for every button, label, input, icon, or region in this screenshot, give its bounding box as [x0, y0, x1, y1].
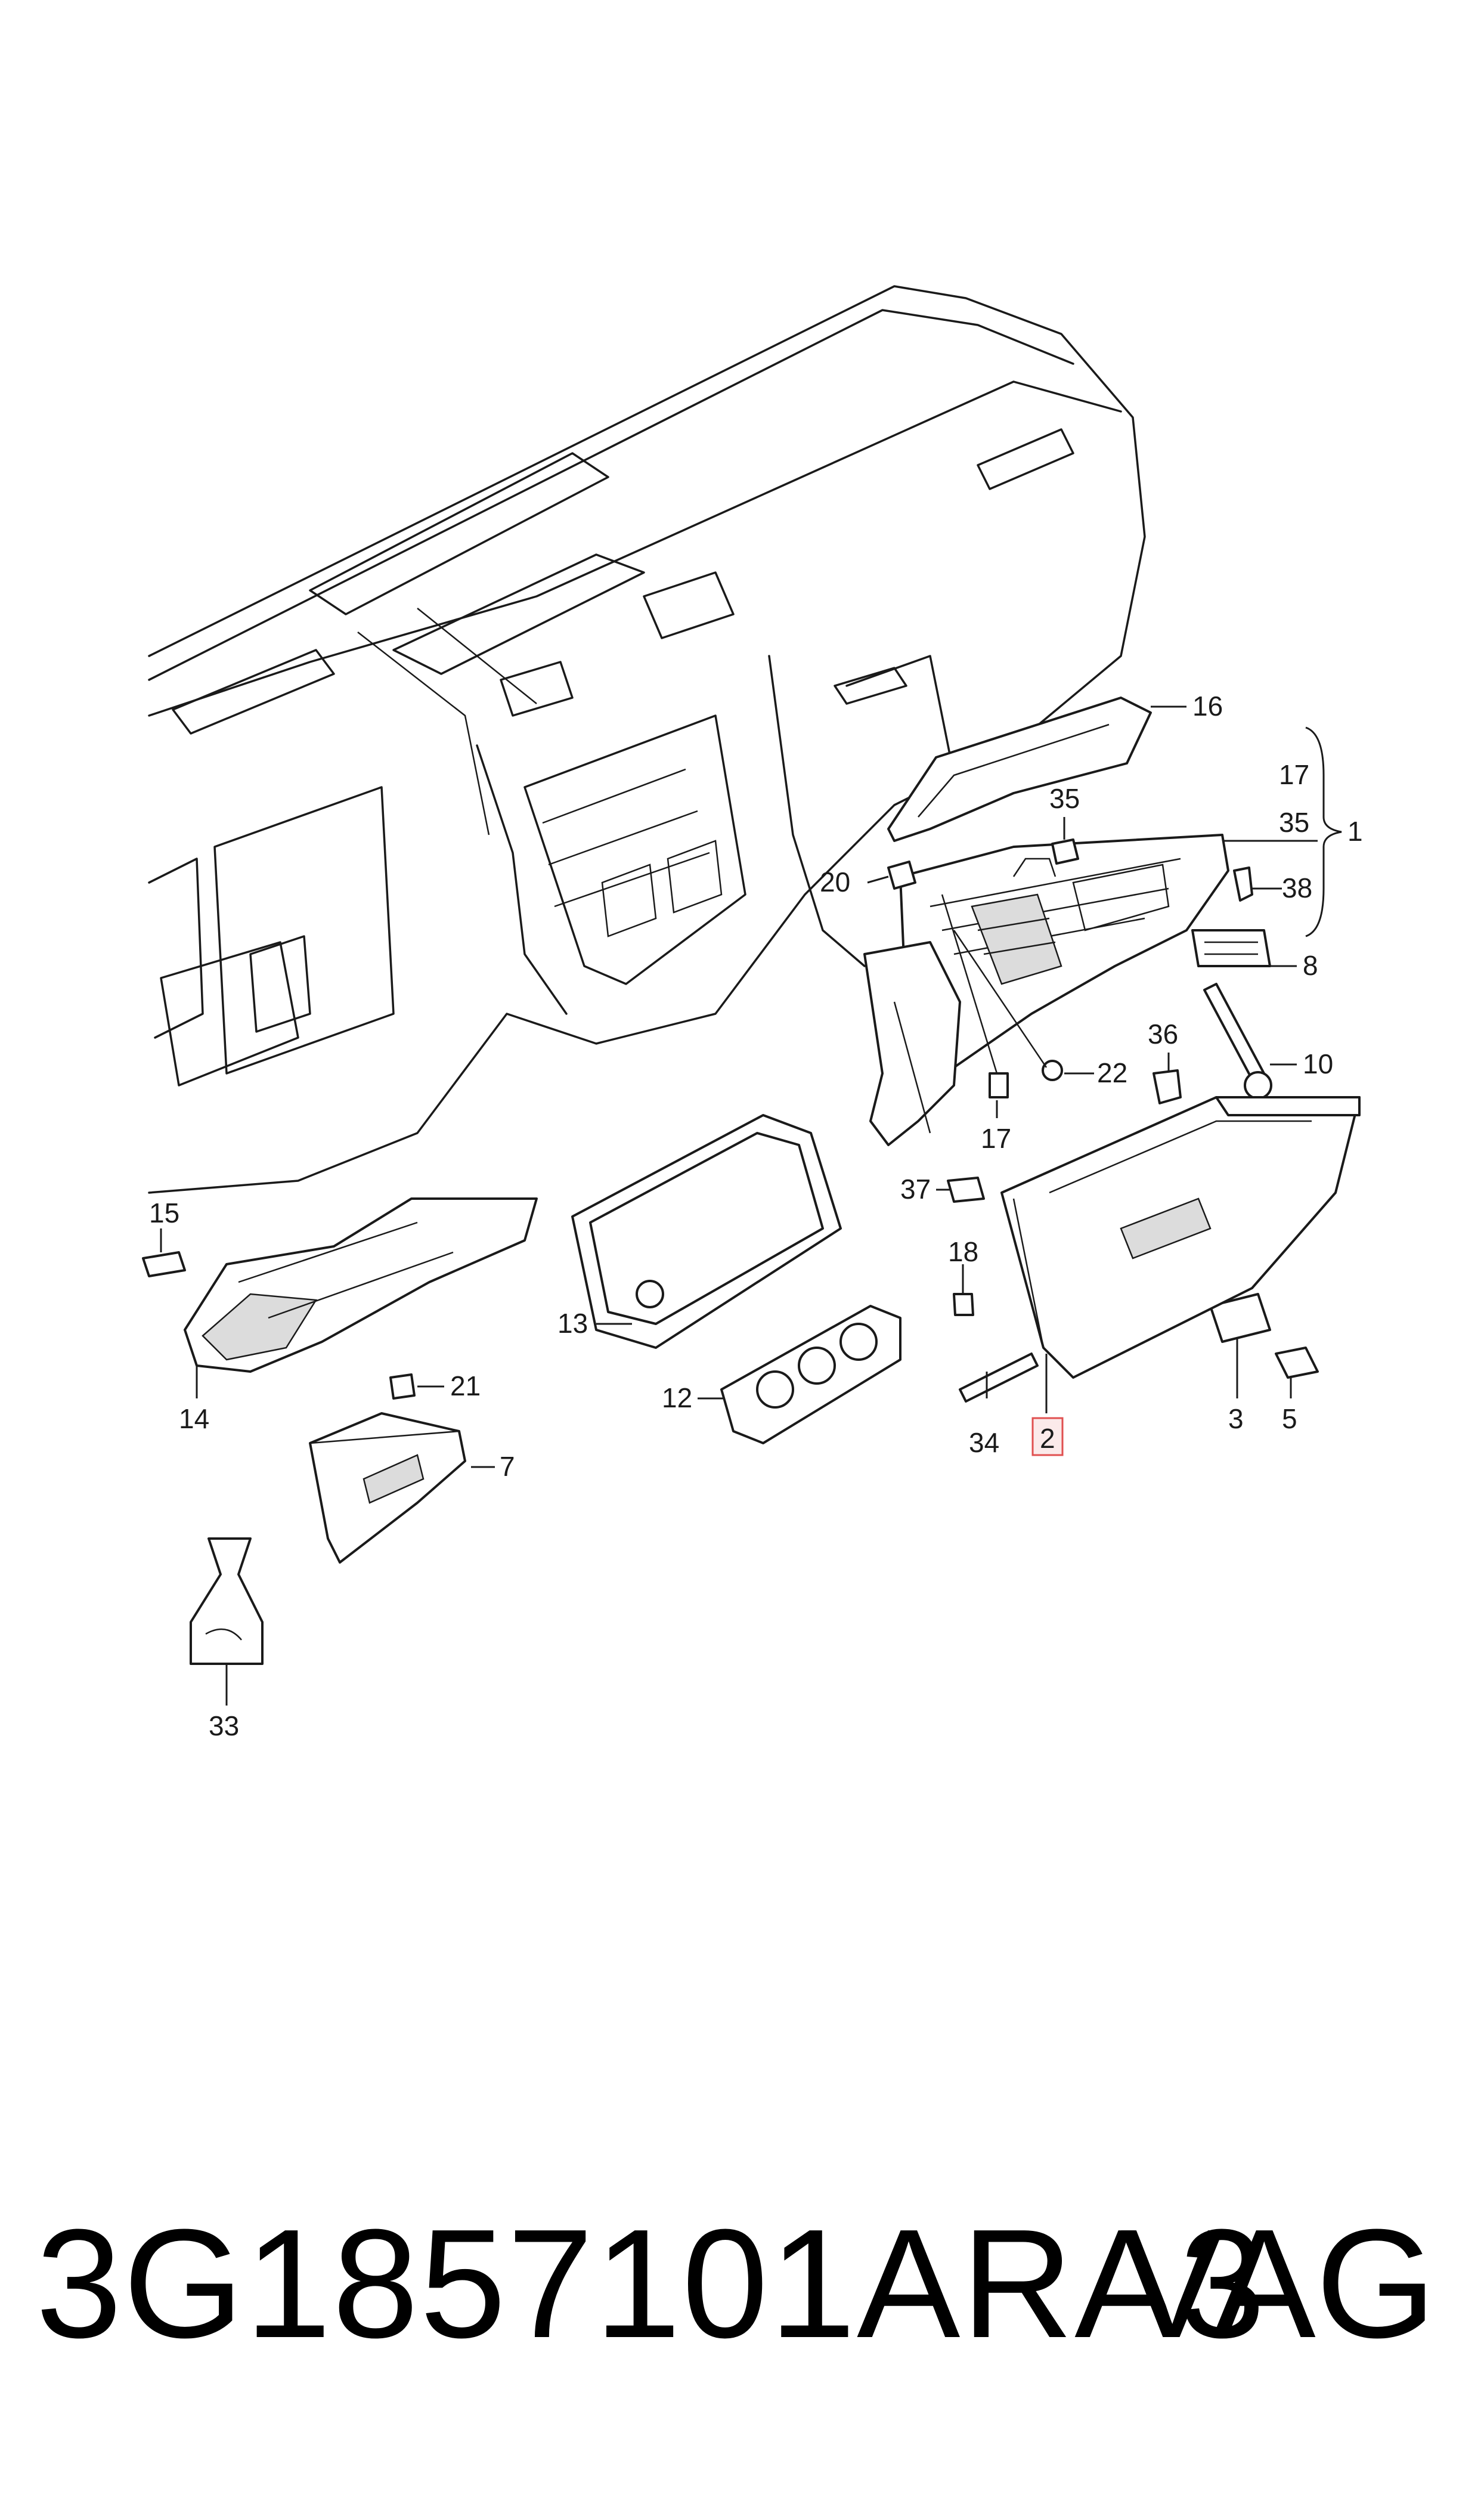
- part-17-screw: [989, 1072, 1009, 1098]
- part-37-bolt: [947, 1177, 985, 1203]
- part-10-damper-rod: [1203, 983, 1265, 1081]
- callout-8: 8: [1303, 950, 1318, 981]
- part-20-clip: [887, 861, 916, 890]
- part-14-lower-trim: [142, 1197, 538, 1373]
- part-16-trim-panel: [887, 697, 1186, 842]
- part-38-clip: [1233, 866, 1253, 902]
- callout-36: 36: [1148, 1019, 1178, 1050]
- callout-21: 21: [450, 1370, 481, 1401]
- callout-17-group: 17: [1279, 759, 1309, 790]
- callout-labels: 16 17 35 1 38 8 10 36 22 17 20 35 37 18 …: [149, 691, 1363, 1741]
- part-1-glovebox-housing: [863, 834, 1229, 1146]
- part-34-pin: [959, 1353, 1039, 1403]
- callout-3: 3: [1228, 1403, 1244, 1434]
- callout-20: 20: [820, 866, 850, 897]
- part-2-glovebox-lid: [1000, 1096, 1361, 1379]
- callout-12: 12: [662, 1382, 692, 1413]
- callout-2-highlight-box: [1031, 1417, 1064, 1456]
- callout-22: 22: [1097, 1057, 1127, 1088]
- part-13-radio-bezel: [571, 1114, 842, 1349]
- callout-33: 33: [209, 1710, 239, 1741]
- callout-35: 35: [1049, 783, 1080, 814]
- part-5-lock-cylinder: [1275, 1347, 1319, 1379]
- callout-34: 34: [969, 1427, 999, 1458]
- callout-2: 2: [1040, 1423, 1055, 1454]
- callout-16: 16: [1192, 691, 1223, 722]
- part-7-storage-box: [309, 1412, 466, 1564]
- callout-7: 7: [500, 1451, 515, 1482]
- callout-15: 15: [149, 1197, 179, 1228]
- part-8-switch: [1191, 929, 1271, 967]
- callout-13: 13: [557, 1308, 588, 1339]
- part-3-lock: [1209, 1293, 1271, 1343]
- callout-18: 18: [948, 1236, 978, 1267]
- part-33-bag: [190, 1537, 264, 1665]
- part-22-screw: [1042, 1060, 1063, 1081]
- callout-17: 17: [981, 1123, 1011, 1154]
- part-36-clip: [1152, 1069, 1182, 1104]
- callout-1: 1: [1347, 816, 1363, 847]
- callout-37: 37: [900, 1174, 931, 1205]
- part-15-clip: [142, 1251, 186, 1277]
- callout-10: 10: [1303, 1048, 1333, 1079]
- part-18-screw: [953, 1293, 974, 1316]
- small-fasteners: [887, 838, 1319, 1403]
- callout-5: 5: [1282, 1403, 1297, 1434]
- callout-14: 14: [179, 1403, 209, 1434]
- part-21-screw: [389, 1373, 416, 1400]
- part-35-nut: [1051, 838, 1079, 865]
- callout-35-group: 35: [1279, 807, 1309, 838]
- part-number: 3G1857101ARA3: [36, 2198, 1267, 2370]
- dashboard-illustration: [148, 285, 1146, 1194]
- callout-leaders: [160, 726, 1342, 1706]
- callout-38: 38: [1282, 872, 1312, 903]
- brand-label: VAG: [1120, 2198, 1436, 2370]
- part-12-climate-panel: [720, 1305, 901, 1444]
